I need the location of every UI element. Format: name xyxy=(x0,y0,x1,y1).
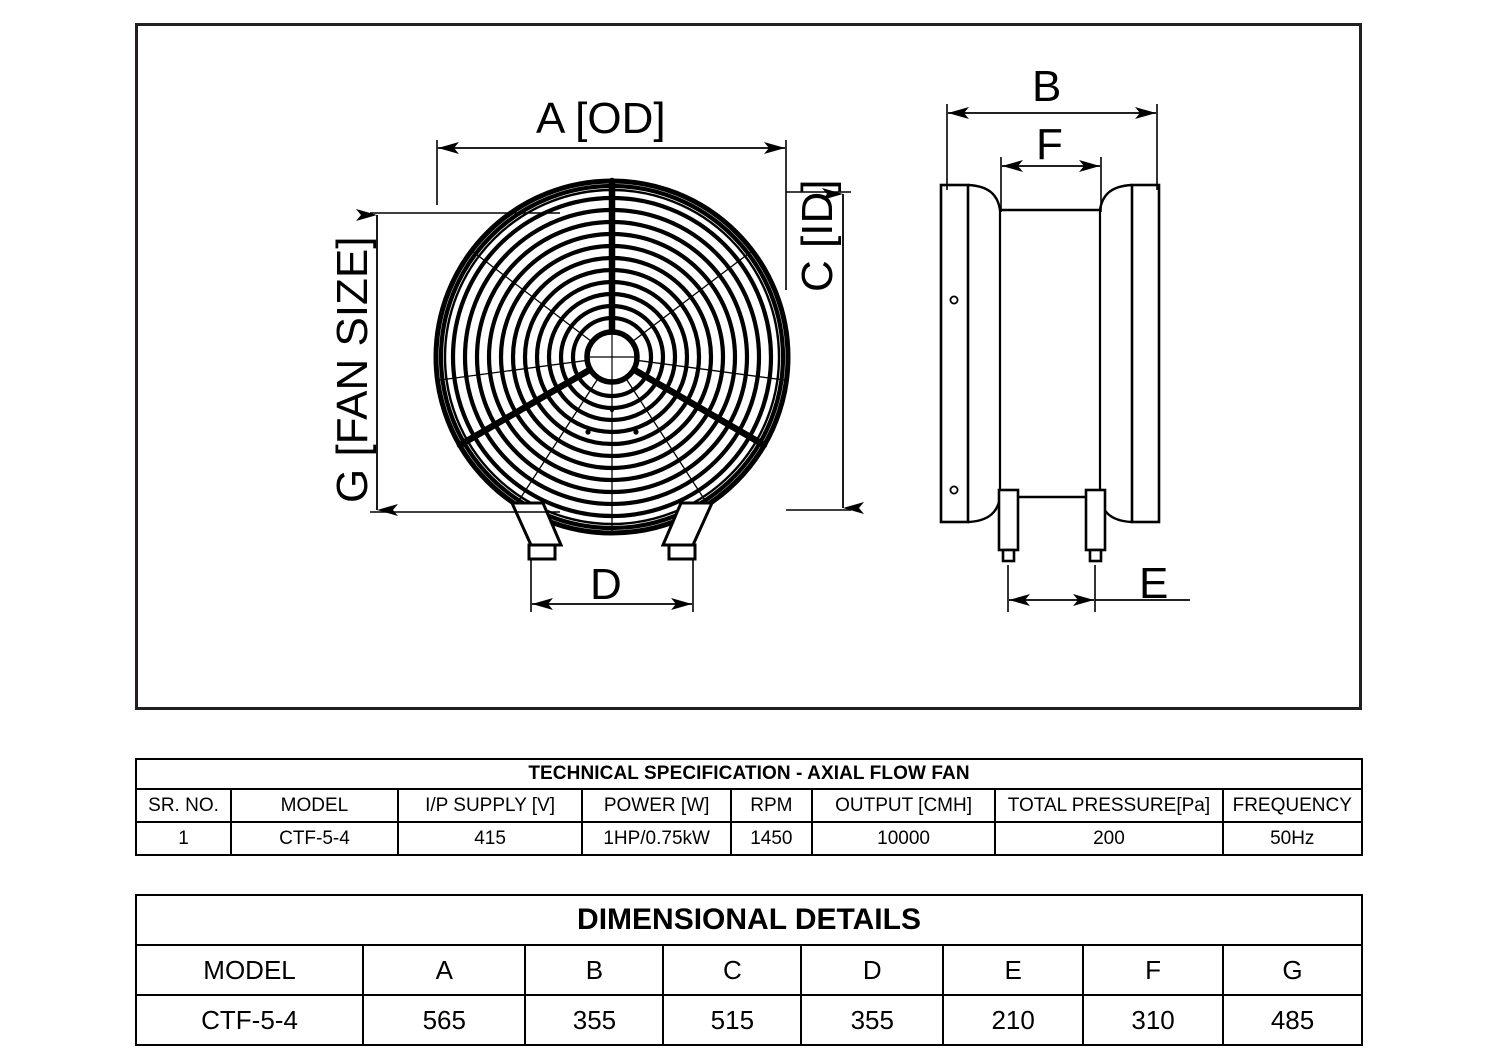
dim-data-row: CTF-5-4 565 355 515 355 210 310 485 xyxy=(134,994,1363,1046)
tech-header-row: SR. NO. MODEL I/P SUPPLY [V] POWER [W] R… xyxy=(134,788,1364,823)
technical-specification-table: TECHNICAL SPECIFICATION - AXIAL FLOW FAN… xyxy=(134,758,1364,856)
dim-header-g: G xyxy=(1222,944,1363,996)
dim-header-model: MODEL xyxy=(134,944,365,996)
dim-title-row: DIMENSIONAL DETAILS xyxy=(135,894,1363,946)
dim-label-d: D xyxy=(590,560,622,609)
dim-value-model: CTF-5-4 xyxy=(134,994,365,1046)
dim-header-e: E xyxy=(942,944,1085,996)
dim-label-g: G [FAN SIZE] xyxy=(328,236,377,504)
dim-header-row: MODEL A B C D E F G xyxy=(134,944,1363,996)
tech-header-ip-supply: I/P SUPPLY [V] xyxy=(396,788,584,823)
dim-table-title: DIMENSIONAL DETAILS xyxy=(135,894,1363,946)
tech-value-rpm: 1450 xyxy=(729,821,813,856)
tech-header-output: OUTPUT [CMH] xyxy=(810,788,997,823)
tech-value-ip-supply: 415 xyxy=(396,821,584,856)
dim-header-c: C xyxy=(662,944,803,996)
tech-value-sr-no: 1 xyxy=(134,821,233,856)
tech-data-row: 1 CTF-5-4 415 1HP/0.75kW 1450 10000 200 … xyxy=(134,821,1364,856)
dim-header-b: B xyxy=(524,944,665,996)
tech-value-power: 1HP/0.75kW xyxy=(581,821,732,856)
dim-value-a: 565 xyxy=(362,994,527,1046)
dim-value-e: 210 xyxy=(942,994,1085,1046)
dim-value-f: 310 xyxy=(1082,994,1225,1046)
dim-header-f: F xyxy=(1082,944,1225,996)
tech-value-output: 10000 xyxy=(810,821,997,856)
dim-label-e: E xyxy=(1139,559,1169,608)
dim-label-a: A [OD] xyxy=(536,94,666,143)
dim-value-d: 355 xyxy=(800,994,945,1046)
tech-title-row: TECHNICAL SPECIFICATION - AXIAL FLOW FAN xyxy=(135,758,1363,790)
dim-value-b: 355 xyxy=(524,994,665,1046)
tech-table-title: TECHNICAL SPECIFICATION - AXIAL FLOW FAN xyxy=(135,758,1363,790)
dimensional-details-table: DIMENSIONAL DETAILS MODEL A B C D E F G … xyxy=(134,894,1363,1046)
tech-value-frequency: 50Hz xyxy=(1221,821,1364,856)
dim-label-b: B xyxy=(1032,62,1062,111)
tech-header-rpm: RPM xyxy=(729,788,813,823)
dim-label-c: C [ID] xyxy=(793,179,842,292)
tech-header-model: MODEL xyxy=(230,788,399,823)
tech-value-total-pressure: 200 xyxy=(994,821,1224,856)
tech-header-total-pressure: TOTAL PRESSURE[Pa] xyxy=(994,788,1224,823)
dim-header-a: A xyxy=(362,944,527,996)
drawing-frame xyxy=(135,23,1362,710)
dim-label-f: F xyxy=(1036,120,1063,169)
tech-header-sr-no: SR. NO. xyxy=(134,788,233,823)
tech-header-frequency: FREQUENCY xyxy=(1221,788,1364,823)
dim-value-g: 485 xyxy=(1222,994,1363,1046)
dim-header-d: D xyxy=(800,944,945,996)
dim-value-c: 515 xyxy=(662,994,803,1046)
tech-header-power: POWER [W] xyxy=(581,788,732,823)
tech-value-model: CTF-5-4 xyxy=(230,821,399,856)
